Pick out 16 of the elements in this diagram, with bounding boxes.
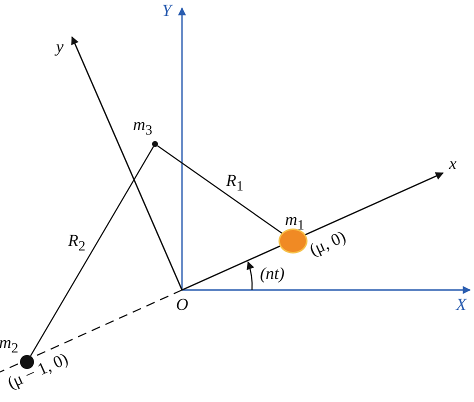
axis-label: x [449,155,457,172]
primary-body [280,230,306,252]
axis-label: X [456,296,466,313]
connecting-line [157,145,283,234]
axis-label: y [56,38,64,55]
edge-label: R$_{1}$ [226,172,244,194]
angle-label: (nt) [260,265,285,282]
connecting-line [30,146,154,356]
origin-label: O [176,296,188,313]
mass-label: m$_{3}$ [133,116,152,138]
coordinate-label: (μ, 0) [307,228,348,259]
secondary-body [20,355,34,369]
point-mass [152,141,158,147]
mass-label: m$_{1}$ [285,211,304,233]
axis-label: Y [162,2,172,19]
edge-label: R$_{2}$ [68,232,86,254]
